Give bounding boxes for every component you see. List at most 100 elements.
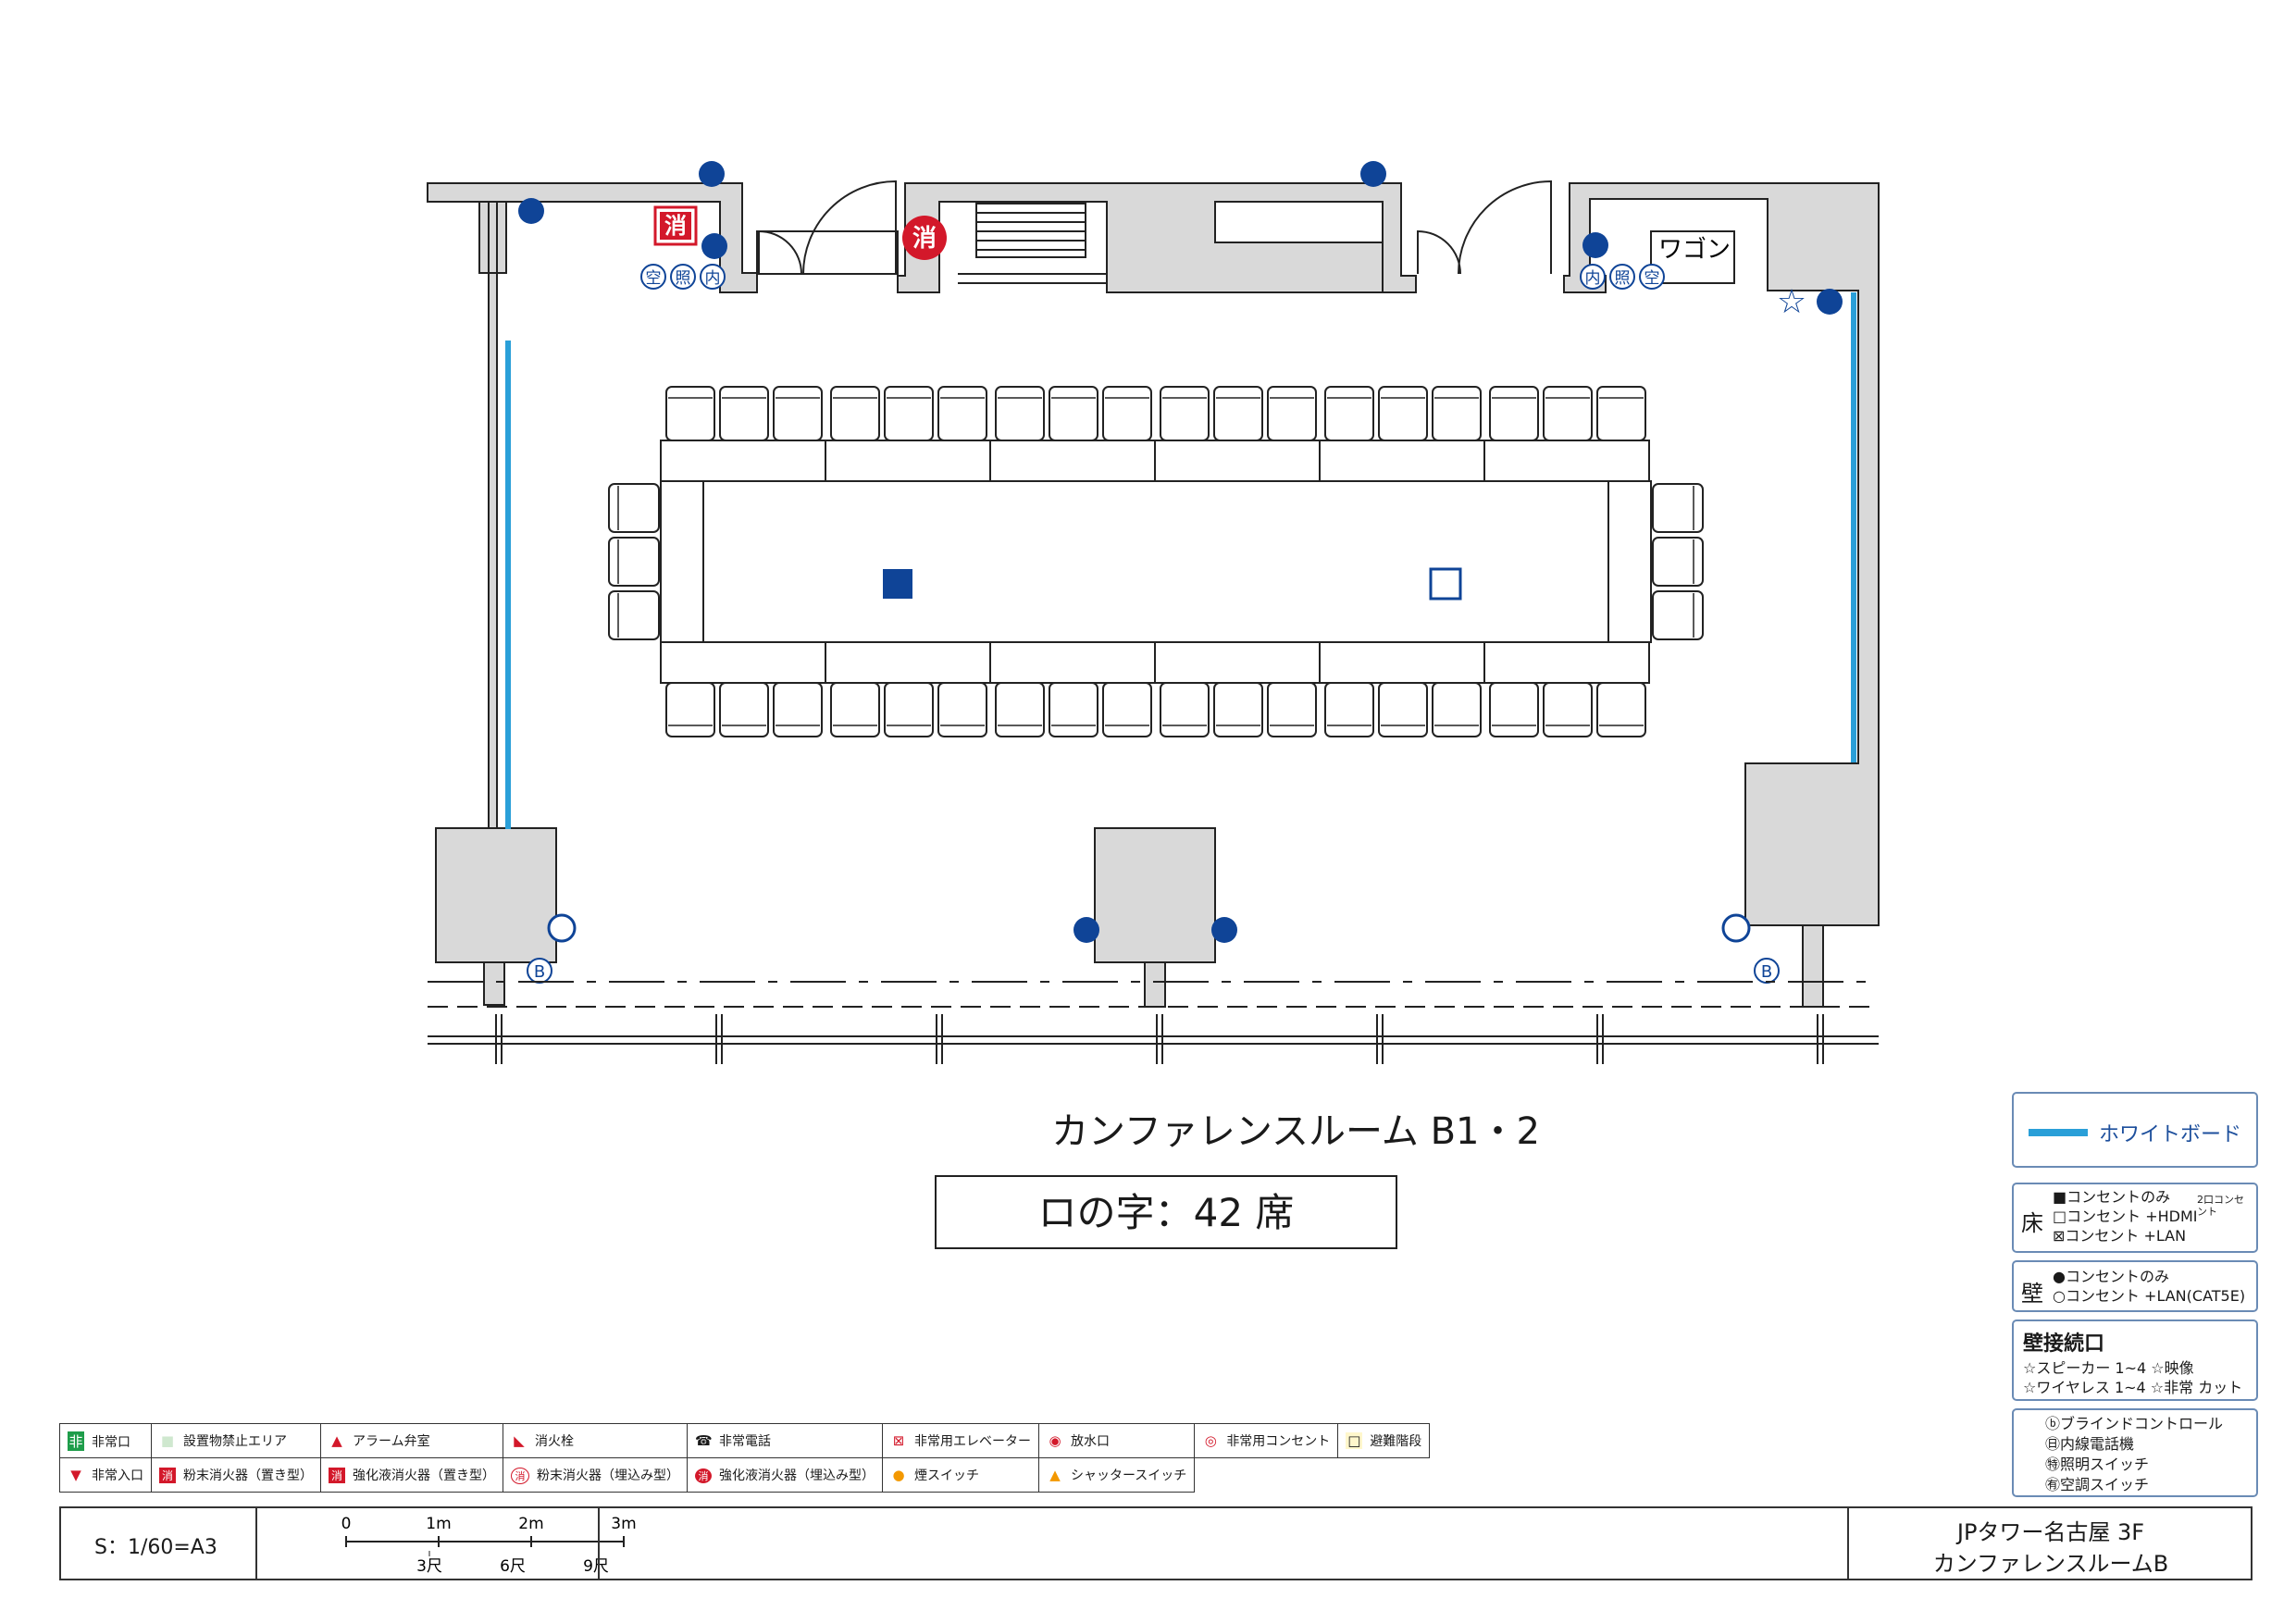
title-block: S：1/60=A3 0 1m 2m 3m 3尺 6尺 9尺 JPタワー名古屋 3… bbox=[59, 1506, 2253, 1580]
floor-item: ⊠コンセント +LAN bbox=[2053, 1227, 2187, 1245]
scale-tick: 9尺 bbox=[583, 1557, 609, 1576]
switch-label: 空 bbox=[646, 269, 662, 288]
wall-outlet-lan bbox=[1721, 913, 1751, 943]
table bbox=[989, 641, 1156, 684]
wall-outlet bbox=[518, 198, 544, 224]
chair bbox=[1160, 386, 1210, 441]
speaker-star-icon: ☆ bbox=[1777, 283, 1806, 321]
table bbox=[1483, 440, 1650, 482]
svg-text:B: B bbox=[1761, 962, 1772, 982]
wall-outlet bbox=[1211, 917, 1237, 943]
legend-label: 非常電話 bbox=[719, 1434, 771, 1449]
legend-label: 非常入口 bbox=[92, 1468, 143, 1483]
column-right-stub bbox=[1802, 924, 1824, 1008]
scale-label: S：1/60=A3 bbox=[94, 1536, 217, 1559]
wall-top-middle bbox=[897, 182, 1417, 293]
legend-cell: ◉放水口 bbox=[1037, 1423, 1196, 1458]
extinguisher-powder-icon: 消 bbox=[159, 1468, 176, 1483]
wall-outlet-lan bbox=[547, 913, 577, 943]
legend-label: 避難階段 bbox=[1370, 1434, 1422, 1449]
floor-outlet-only bbox=[883, 569, 912, 599]
legend-floor-outlets: 床 ■コンセントのみ □コンセント +HDMI ⊠コンセント +LAN 2口コン… bbox=[2012, 1183, 2258, 1253]
chair bbox=[1213, 386, 1263, 441]
whiteboard-swatch bbox=[2029, 1129, 2088, 1136]
column-left bbox=[435, 827, 557, 963]
wagon-area bbox=[1650, 230, 1735, 284]
chairs-right-column bbox=[1652, 483, 1704, 640]
seating-layout: ロの字：42 席 bbox=[935, 1175, 1397, 1249]
legend-cell: ◣消火栓 bbox=[503, 1423, 688, 1458]
column-left-stub bbox=[483, 961, 505, 1006]
scale-tick: 3尺 bbox=[416, 1557, 442, 1576]
wall-top-right bbox=[1563, 182, 1880, 926]
whiteboard-right bbox=[1851, 292, 1856, 762]
switch-icon bbox=[700, 264, 726, 290]
legend-label: 粉末消火器（埋込み型） bbox=[537, 1468, 679, 1483]
floor-note: 2口コンセント bbox=[2197, 1194, 2244, 1218]
legend-label: 設置物禁止エリア bbox=[183, 1434, 287, 1449]
chair bbox=[1378, 682, 1428, 737]
legend-cell: 消強化液消火器（置き型） bbox=[320, 1457, 503, 1493]
control-item: ⓑブラインドコントロール bbox=[2045, 1415, 2224, 1432]
scale-bar: 0 1m 2m 3m 3尺 6尺 9尺 bbox=[341, 1515, 637, 1576]
chair bbox=[1049, 682, 1098, 737]
chair bbox=[884, 682, 934, 737]
restricted-area-icon: ■ bbox=[160, 1432, 175, 1449]
floor-item: □コンセント +HDMI bbox=[2053, 1208, 2198, 1225]
legend-controls: ⓑブラインドコントロール ㊐内線電話機 ㊕照明スイッチ ㊒空調スイッチ bbox=[2012, 1408, 2258, 1497]
chair bbox=[1652, 483, 1704, 533]
control-item: ㊒空調スイッチ bbox=[2045, 1476, 2150, 1493]
extinguisher-liquid-builtin-icon: 消 bbox=[695, 1468, 712, 1483]
room-title: カンファレンスルーム B1・2 bbox=[1051, 1110, 1540, 1153]
wall-conn-title: 壁接続口 bbox=[2023, 1332, 2105, 1356]
legend-cell: ▲アラーム弁室 bbox=[320, 1423, 503, 1458]
blind-control-right: B bbox=[1754, 958, 1780, 984]
legend-wall-connectors: 壁接続口 ☆スピーカー 1~4 ☆映像 ☆ワイヤレス 1~4 ☆非常 カット bbox=[2012, 1319, 2258, 1401]
chair bbox=[937, 386, 987, 441]
chair bbox=[665, 386, 715, 441]
evacuation-stairs-icon: □ bbox=[1346, 1432, 1363, 1449]
wall-item: ●コンセントのみ bbox=[2053, 1268, 2169, 1285]
chair bbox=[1432, 386, 1482, 441]
switch-label: 空 bbox=[1644, 269, 1660, 288]
legend-cell: ◎非常用コンセント bbox=[1194, 1423, 1339, 1458]
control-item: ㊕照明スイッチ bbox=[2045, 1456, 2150, 1473]
fire-extinguisher-round-icon: 消 bbox=[902, 216, 947, 260]
building-name: JPタワー名古屋 3F bbox=[1956, 1519, 2145, 1545]
whiteboard-left bbox=[505, 341, 511, 829]
symbol-legend-row: ▼非常入口 消粉末消火器（置き型） 消強化液消火器（置き型） 消粉末消火器（埋込… bbox=[59, 1457, 1430, 1493]
symbol-legend: 非非常口 ■設置物禁止エリア ▲アラーム弁室 ◣消火栓 ☎非常電話 ⊠非常用エレ… bbox=[59, 1423, 1431, 1493]
whiteboard-label: ホワイトボード bbox=[2099, 1123, 2242, 1146]
door-left bbox=[756, 180, 899, 275]
switch-icon bbox=[640, 264, 666, 290]
legend-cell: 非非常口 bbox=[59, 1423, 152, 1458]
legend-cell: ▲シャッタースイッチ bbox=[1037, 1457, 1196, 1493]
door-right bbox=[1417, 180, 1552, 275]
chair bbox=[1049, 386, 1098, 441]
legend-cell: ■ 設置物禁止エリア bbox=[151, 1423, 321, 1458]
legend-label: 放水口 bbox=[1071, 1434, 1110, 1449]
table bbox=[1154, 641, 1321, 684]
legend-label: 煙スイッチ bbox=[914, 1468, 979, 1483]
emergency-elevator-icon: ⊠ bbox=[892, 1432, 905, 1449]
chair bbox=[608, 537, 660, 587]
floor-head: 床 bbox=[2021, 1210, 2043, 1236]
column-center-stub bbox=[1144, 961, 1166, 1008]
window-mullions bbox=[495, 1014, 1824, 1064]
emergency-exit-icon: 非 bbox=[68, 1431, 84, 1451]
chair bbox=[608, 590, 660, 640]
table bbox=[1319, 641, 1485, 684]
chair bbox=[1432, 682, 1482, 737]
legend-whiteboard: ホワイトボード bbox=[2012, 1092, 2258, 1168]
switch-icon bbox=[1639, 264, 1665, 290]
chair bbox=[995, 682, 1045, 737]
legend-cell: ⊠非常用エレベーター bbox=[882, 1423, 1039, 1458]
table bbox=[660, 641, 826, 684]
chair bbox=[1489, 386, 1539, 441]
smoke-switch-icon: ● bbox=[892, 1467, 905, 1483]
table bbox=[1483, 641, 1650, 684]
table bbox=[1607, 480, 1652, 643]
divider bbox=[598, 1508, 600, 1579]
table bbox=[660, 440, 826, 482]
chair bbox=[937, 682, 987, 737]
